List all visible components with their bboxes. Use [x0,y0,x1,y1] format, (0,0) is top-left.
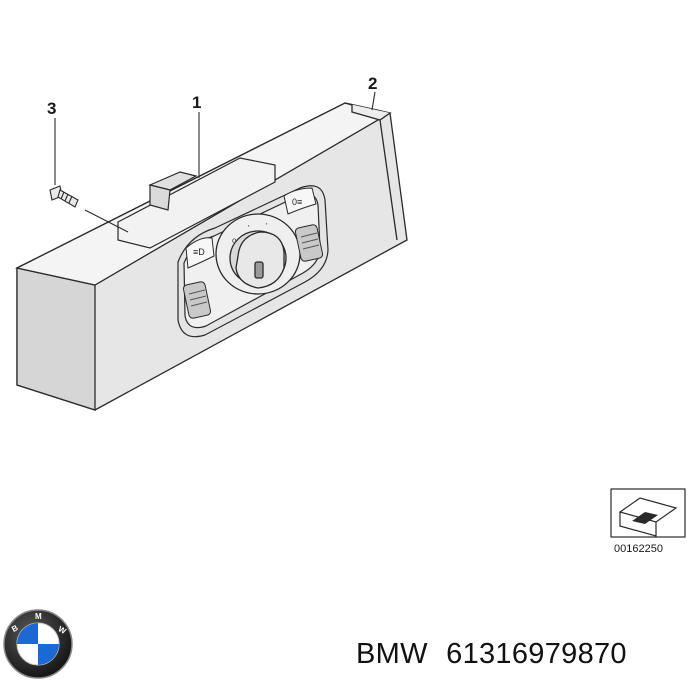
screw [49,185,79,208]
callout-3: 3 [47,99,56,118]
svg-text:0≡: 0≡ [292,197,302,207]
right-light-button: 0≡ [283,187,317,215]
part-number: 61316979870 [446,638,627,670]
callout-1: 1 [192,93,201,112]
callout-2: 2 [368,74,377,93]
part-caption: BMW 61316979870 [356,638,627,671]
svg-text:B: B [10,623,20,634]
leader-lines [54,91,376,233]
right-dimmer-wheel [294,224,324,262]
svg-text:': ' [248,224,250,233]
reference-number: 00162250 [614,543,663,555]
switch-housing [117,157,276,249]
svg-text:M: M [35,612,42,621]
svg-text:': ' [266,222,268,231]
left-dimmer-wheel [182,281,212,319]
left-light-button: ≡D [185,237,215,269]
svg-text:≡D: ≡D [193,247,205,257]
brand-name: BMW [356,638,428,670]
rotary-knob: o ' ' [215,213,301,295]
reference-box: 00162250 [610,488,686,555]
svg-text:o: o [232,236,237,245]
svg-text:W: W [57,624,68,636]
bmw-roundel-icon: B M W [3,609,73,679]
